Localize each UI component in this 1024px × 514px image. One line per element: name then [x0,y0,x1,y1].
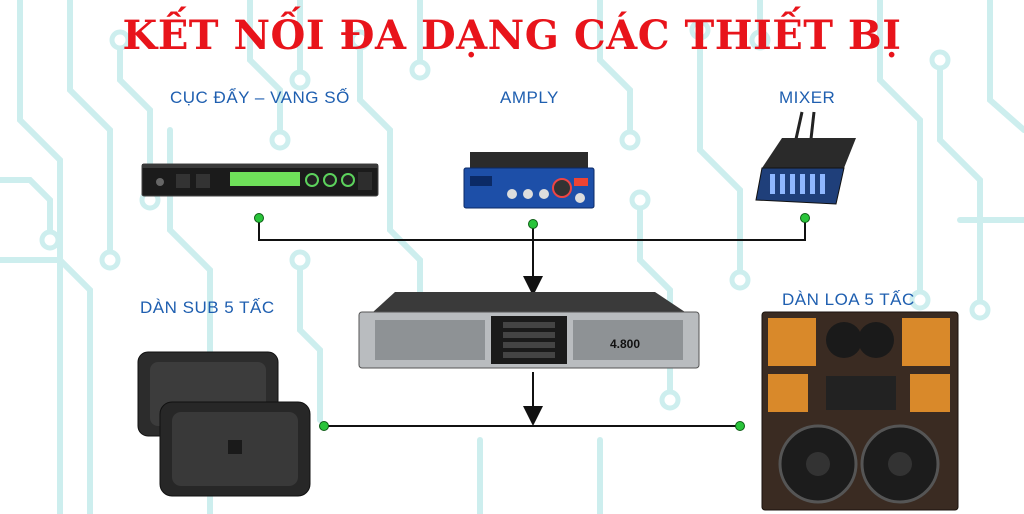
connector-dot-mixer [800,213,810,223]
label-processor: CỤC ĐẨY – VANG SỐ [170,88,350,107]
power-amplifier-image: 4.800 [358,292,700,369]
sub-speakers-image [137,351,311,497]
mixer-image [755,111,856,205]
label-speaker: DÀN LOA 5 TẤC [782,290,915,309]
label-sub: DÀN SUB 5 TẤC [140,298,275,317]
label-amply: AMPLY [500,88,559,107]
connector-dot-sub [319,421,329,431]
connector-dot-processor [254,213,264,223]
connector-dot-speaker [735,421,745,431]
amply-image [463,152,595,209]
page-title: KẾT NỐI ĐA DẠNG CÁC THIẾT BỊ [122,12,902,59]
power-amp-model-text: 4.800 [610,337,640,351]
label-mixer: MIXER [779,88,836,107]
karaoke-processor-image [141,163,379,197]
speaker-stack-image [761,311,959,511]
connector-dot-amply [528,219,538,229]
